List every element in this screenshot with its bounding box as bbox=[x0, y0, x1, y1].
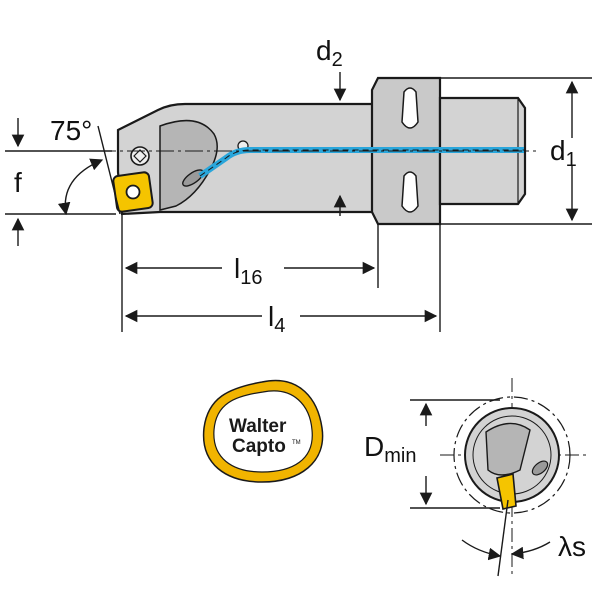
end-view-insert bbox=[496, 472, 517, 510]
flange-slot-bottom bbox=[401, 171, 419, 213]
l4-label: l4 bbox=[268, 301, 285, 337]
lambda-s-dimension bbox=[461, 499, 551, 577]
svg-text:Capto: Capto bbox=[232, 436, 286, 457]
svg-text:TM: TM bbox=[292, 440, 301, 446]
l16-label: l16 bbox=[234, 253, 262, 289]
insert-pocket bbox=[159, 119, 218, 211]
walter-capto-logo: Walter Capto TM bbox=[202, 379, 324, 483]
tool-holder bbox=[98, 76, 536, 226]
flange-slot-top bbox=[401, 87, 419, 129]
dimensions bbox=[5, 72, 592, 332]
angle-label: 75° bbox=[50, 115, 92, 146]
end-view bbox=[440, 378, 586, 574]
dmin-label: Dmin bbox=[364, 431, 416, 467]
svg-text:Walter: Walter bbox=[229, 416, 287, 437]
coolant-channel bbox=[198, 147, 524, 179]
lambda-s-label: λs bbox=[558, 531, 586, 562]
holder-body bbox=[116, 102, 380, 216]
dmin-dimension bbox=[410, 399, 500, 509]
d1-label: d1 bbox=[550, 135, 577, 171]
d2-label: d2 bbox=[316, 35, 343, 71]
f-label: f bbox=[14, 167, 22, 198]
